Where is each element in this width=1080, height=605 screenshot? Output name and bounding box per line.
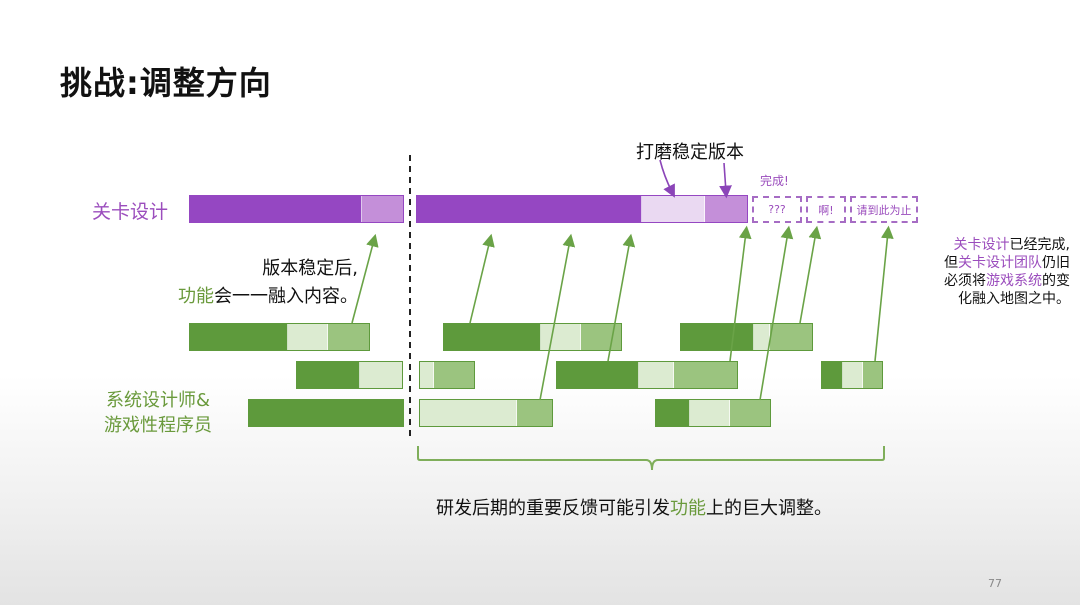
- green-seg: [656, 400, 690, 426]
- right-note: 关卡设计已经完成, 但关卡设计团队仍旧 必须将游戏系统的变 化融入地图之中。: [912, 236, 1070, 308]
- page-number: 77: [988, 577, 1002, 590]
- level-bar-right-seg1: [417, 196, 642, 222]
- system-designer-label-line1: 系统设计师&: [105, 390, 211, 411]
- right-note-line2: 但关卡设计团队仍旧: [912, 254, 1070, 272]
- green-seg: [297, 362, 360, 388]
- green-seg: [434, 362, 474, 388]
- right-note-team: 关卡设计团队: [958, 255, 1042, 271]
- green-bar-r2-a: [296, 361, 403, 389]
- feature-arrow-4: [607, 233, 636, 362]
- green-seg: [517, 400, 552, 426]
- green-seg: [754, 324, 770, 350]
- green-bar-r1-a: [189, 323, 370, 351]
- green-seg: [557, 362, 639, 388]
- green-seg: [639, 362, 674, 388]
- bottom-note-feature: 功能: [670, 498, 706, 519]
- polish-arrow-2: [719, 162, 732, 199]
- right-note-text: 的变: [1042, 273, 1070, 289]
- right-note-text: 已经完成,: [1009, 237, 1070, 253]
- green-bar-r1-b: [443, 323, 622, 351]
- green-seg: [288, 324, 328, 350]
- green-seg: [249, 400, 403, 426]
- feature-arrow-1: [351, 233, 379, 324]
- green-seg: [822, 362, 843, 388]
- green-seg: [420, 362, 434, 388]
- green-seg: [674, 362, 737, 388]
- level-bar-left: [189, 195, 404, 223]
- level-design-label: 关卡设计: [92, 201, 169, 223]
- feature-arrow-7: [799, 225, 822, 324]
- stable-note-line2: 功能会一一融入内容。: [148, 283, 358, 311]
- feature-arrow-3: [539, 233, 576, 401]
- green-seg: [681, 324, 754, 350]
- box-stop: 请到此为止: [850, 196, 918, 223]
- feature-arrow-5: [729, 225, 752, 362]
- right-note-text: 必须将: [944, 273, 986, 289]
- bottom-note: 研发后期的重要反馈可能引发功能上的巨大调整。: [436, 494, 832, 520]
- right-note-system: 游戏系统: [986, 273, 1042, 289]
- green-bar-r3-c: [655, 399, 771, 427]
- right-note-line1: 关卡设计已经完成,: [912, 236, 1070, 254]
- level-bar-right: [416, 195, 748, 223]
- level-bar-left-seg1: [190, 196, 362, 222]
- level-bar-right-seg2: [642, 196, 705, 222]
- right-note-text: 但: [944, 255, 958, 271]
- bottom-note-text: 研发后期的重要反馈可能引发: [436, 498, 670, 519]
- green-seg: [360, 362, 402, 388]
- feature-arrow-6: [759, 225, 794, 401]
- box-ah: 啊!: [806, 196, 846, 223]
- polish-note: 打磨稳定版本: [636, 142, 744, 163]
- green-seg: [190, 324, 288, 350]
- right-note-line4: 化融入地图之中。: [958, 291, 1070, 307]
- right-note-level: 关卡设计: [953, 237, 1010, 253]
- green-seg: [541, 324, 581, 350]
- stable-note-line1: 版本稳定后,: [262, 258, 358, 279]
- green-seg: [328, 324, 369, 350]
- timeline-brace: [417, 446, 885, 471]
- stable-note: 版本稳定后, 功能会一一融入内容。: [148, 255, 358, 311]
- green-bar-r2-c: [556, 361, 738, 389]
- green-seg: [420, 400, 517, 426]
- stable-note-line2-rest: 会一一融入内容。: [214, 286, 358, 307]
- system-designer-label-line2: 游戏性程序员: [104, 415, 212, 436]
- done-note: 完成!: [760, 174, 789, 188]
- green-seg: [444, 324, 541, 350]
- right-note-text: 仍旧: [1042, 255, 1070, 271]
- green-bar-r3-a: [248, 399, 404, 427]
- green-seg: [770, 324, 812, 350]
- feature-highlight: 功能: [178, 286, 214, 307]
- green-seg: [730, 400, 770, 426]
- green-seg: [863, 362, 882, 388]
- system-designer-label: 系统设计师& 游戏性程序员: [104, 388, 212, 438]
- box-question: ???: [752, 196, 802, 223]
- level-bar-left-seg2: [362, 196, 403, 222]
- feature-arrow-2: [469, 233, 495, 324]
- level-bar-right-seg3: [705, 196, 747, 222]
- green-bar-r2-d: [821, 361, 883, 389]
- slide-title: 挑战:调整方向: [60, 64, 272, 102]
- green-bar-r2-b: [419, 361, 475, 389]
- polish-arrow-1: [659, 159, 675, 198]
- right-note-line3: 必须将游戏系统的变: [912, 272, 1070, 290]
- feature-arrow-8: [874, 225, 894, 362]
- green-bar-r1-c: [680, 323, 813, 351]
- green-seg: [690, 400, 730, 426]
- bottom-note-text: 上的巨大调整。: [706, 498, 832, 519]
- green-bar-r3-b: [419, 399, 553, 427]
- green-seg: [843, 362, 863, 388]
